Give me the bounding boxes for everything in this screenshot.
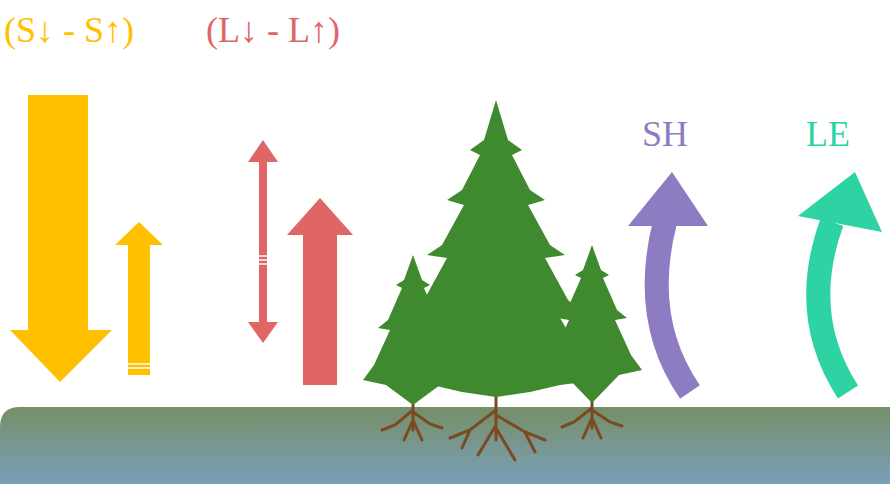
shortwave-label: (S↓ - S↑) <box>4 12 134 48</box>
stripe-mark <box>128 363 150 365</box>
shortwave-arrows <box>10 95 163 382</box>
stripe-mark <box>258 259 268 261</box>
tree-roots <box>382 392 622 460</box>
sensible-heat-label: SH <box>642 116 688 152</box>
root-lines <box>382 400 442 440</box>
longwave-arrows <box>248 140 353 385</box>
longwave-up-arrow <box>287 198 353 385</box>
sensible-heat-arrowhead <box>628 172 708 226</box>
trees <box>363 100 642 405</box>
latent-heat-arrowhead <box>798 172 882 232</box>
sensible-heat-arrow-body <box>657 222 690 392</box>
shortwave-up-arrow <box>115 222 163 375</box>
large-fir-tree <box>392 100 600 397</box>
root-lines <box>450 392 545 460</box>
flux-arrows <box>628 172 882 392</box>
shortwave-down-arrow <box>10 95 112 382</box>
ground-band <box>0 407 890 484</box>
stripe-mark <box>128 367 150 369</box>
longwave-double-arrow <box>248 140 278 343</box>
stripe-mark <box>258 255 268 257</box>
longwave-label: (L↓ - L↑) <box>206 12 340 48</box>
stripe-mark <box>258 263 268 265</box>
latent-heat-label: LE <box>806 116 850 152</box>
root-lines <box>562 398 622 438</box>
latent-heat-arrow-body <box>818 222 848 392</box>
